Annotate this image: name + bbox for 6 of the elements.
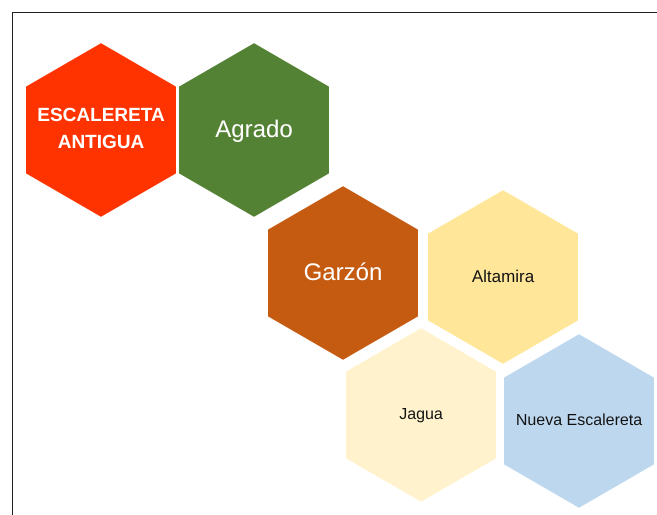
hexagon-label: Altamira xyxy=(472,266,534,288)
hexagon-label: Nueva Escalereta xyxy=(516,410,642,431)
hexagon-label: Garzón xyxy=(304,258,382,288)
hexagon-label: Jagua xyxy=(399,404,443,425)
hexagon-label: Agrado xyxy=(215,115,293,146)
hexagon-label: ESCALERETA ANTIGUA xyxy=(36,104,166,155)
